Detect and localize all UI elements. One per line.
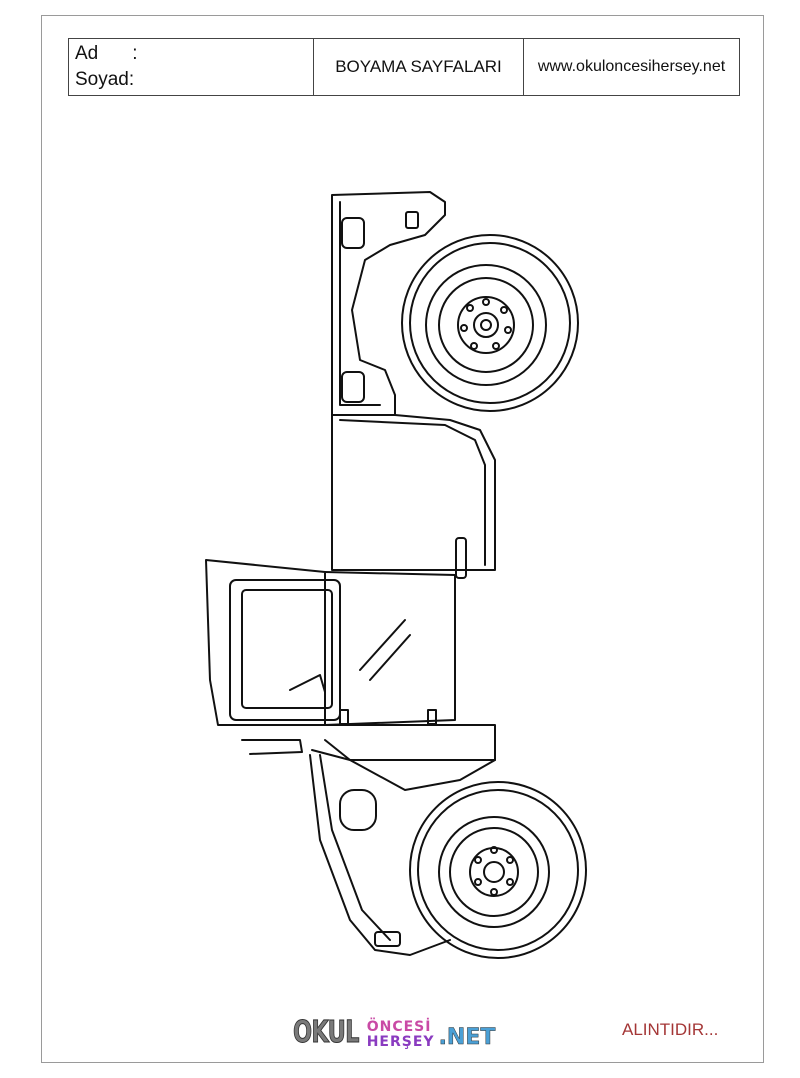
logo-hersey: HERŞEY: [366, 1034, 435, 1050]
logo-oncesi: ÖNCESİ: [366, 1019, 432, 1035]
surname-label: Soyad:: [75, 69, 135, 90]
cab-front: [324, 571, 456, 726]
door-hinge-left: [339, 709, 349, 725]
jeep-illustration: [205, 191, 587, 959]
rear-bed-outline: [331, 191, 446, 416]
name-cell: Ad: Soyad:: [69, 39, 314, 95]
cab-roof: [205, 559, 326, 726]
front-fender: [311, 749, 496, 791]
header-table: Ad: Soyad: BOYAMA SAYFALARI www.okulonce…: [68, 38, 740, 96]
windshield-glass: [241, 589, 333, 709]
website-link: www.okuloncesihersey.net: [537, 58, 726, 75]
tow-hook: [374, 931, 401, 947]
rear-hook: [405, 211, 419, 229]
front-light: [339, 789, 377, 831]
rear-bed-inner: [339, 201, 381, 406]
source-note: ALINTIDIR...: [622, 1020, 719, 1039]
front-wheel: [409, 781, 587, 959]
tail-light-upper: [341, 217, 365, 249]
front-frame-inner: [319, 754, 391, 941]
site-logo: OKUL ÖNCESİ HERŞEY .NET: [293, 1010, 496, 1051]
bumper: [241, 739, 303, 755]
name-label: Ad: [75, 43, 99, 64]
name-colon: :: [132, 43, 138, 64]
logo-okul: OKUL: [293, 1015, 360, 1051]
logo-net: .NET: [438, 1025, 496, 1051]
page-border: [41, 15, 764, 1063]
hood: [324, 724, 496, 761]
side-panel: [331, 414, 496, 571]
tail-light-lower: [341, 371, 365, 403]
logo-middle: ÖNCESİ HERŞEY: [367, 1020, 435, 1050]
rear-wheel: [401, 234, 579, 412]
windshield-glare: [359, 619, 411, 681]
windshield-frame: [229, 579, 341, 721]
side-handle: [455, 537, 467, 579]
page-title: BOYAMA SAYFALARI: [314, 39, 524, 95]
front-frame: [309, 754, 451, 956]
seat-line: [289, 674, 326, 693]
side-panel-line: [339, 419, 486, 566]
